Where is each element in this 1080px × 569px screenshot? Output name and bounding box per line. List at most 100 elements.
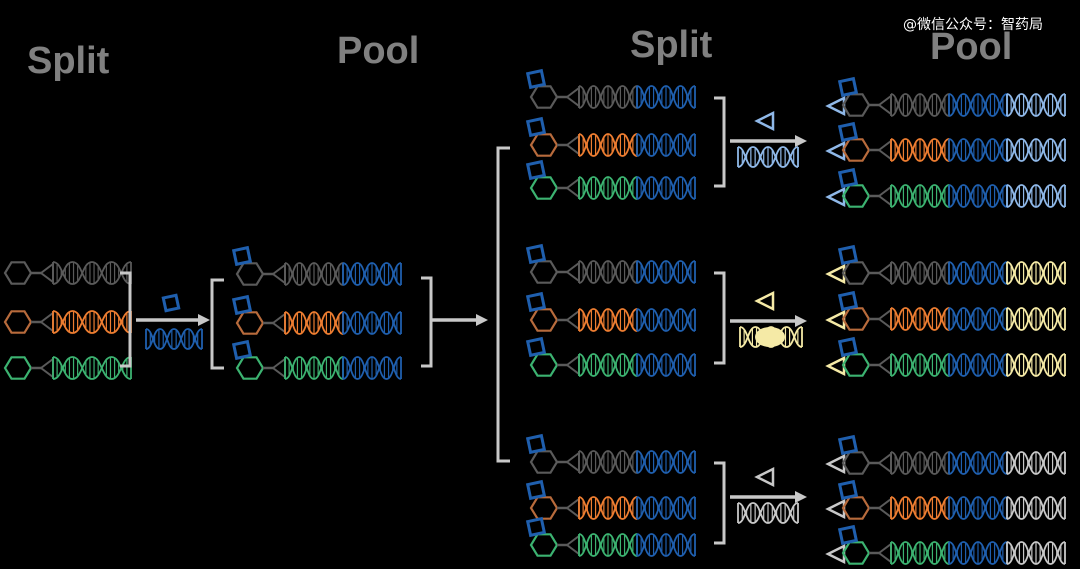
arrow-icon	[136, 314, 210, 326]
split2-group1-molecule-0	[525, 243, 696, 284]
linker-icon	[565, 177, 580, 199]
dna-tag-icon	[636, 133, 696, 157]
triangle-block-icon	[754, 290, 775, 312]
square-block-icon	[837, 524, 859, 546]
dna-strand	[52, 310, 132, 334]
square-block-icon	[525, 336, 547, 358]
pool1-molecule-2	[231, 339, 402, 380]
dna-tag-icon	[948, 184, 1008, 208]
dna-tag-icon	[1006, 353, 1066, 377]
dna-tag-icon	[578, 308, 638, 332]
pool2-group2-molecule-1	[825, 479, 1066, 520]
hexagon-icon	[529, 308, 559, 332]
split1-molecule-2	[3, 356, 132, 380]
square-block-icon	[525, 159, 547, 181]
dna-tag-icon	[52, 261, 132, 285]
dna-strand	[52, 261, 132, 285]
split-label-1: Split	[27, 40, 110, 82]
dna-tag-icon	[948, 261, 1008, 285]
linker-icon	[565, 86, 580, 108]
square-block-icon	[837, 434, 859, 456]
dna-tag-icon	[1006, 184, 1066, 208]
square-block-icon	[525, 243, 547, 265]
split2-group0-molecule-0	[525, 68, 696, 109]
dna-tag-icon	[636, 496, 696, 520]
arrow-icon	[432, 314, 488, 326]
dna-tag-icon	[342, 356, 402, 380]
linker-icon	[271, 357, 286, 379]
triangle-block-icon	[825, 543, 846, 565]
linker-icon	[565, 497, 580, 519]
dna-tag-icon	[890, 541, 950, 565]
pool2-group0-molecule-2	[825, 167, 1066, 208]
split2-group2-bracket	[714, 461, 726, 545]
dna-tag-icon	[1006, 541, 1066, 565]
arrow-head	[795, 315, 807, 327]
linker-icon	[877, 94, 892, 116]
linker-icon	[565, 354, 580, 376]
arrow-icon	[730, 315, 807, 327]
dna-tag-icon	[739, 326, 803, 348]
pool2-group1-molecule-1	[825, 290, 1066, 331]
split2-bracket	[496, 146, 510, 463]
triangle-block-icon	[825, 186, 846, 208]
dna-strand	[145, 328, 203, 350]
hexagon-icon	[841, 496, 871, 520]
linker-icon	[877, 497, 892, 519]
dna-tag-icon	[1006, 307, 1066, 331]
arrow-icon	[730, 135, 807, 147]
dna-tag-icon	[636, 450, 696, 474]
triangle-block-icon	[825, 95, 846, 117]
dna-tag-icon	[636, 176, 696, 200]
dna-tag-icon	[578, 533, 638, 557]
square-block-icon	[525, 291, 547, 313]
dna-tag-icon	[1006, 261, 1066, 285]
dna-tag-icon	[890, 496, 950, 520]
dna-tag-icon	[636, 85, 696, 109]
square-block-icon	[525, 433, 547, 455]
hexagon-icon	[841, 261, 871, 285]
dna-tag-icon	[890, 451, 950, 475]
square-block-icon	[837, 167, 859, 189]
linker-icon	[565, 534, 580, 556]
dna-tag-icon	[636, 353, 696, 377]
reagent-dna-tag-icon	[145, 328, 203, 350]
dna-tag-icon	[948, 451, 1008, 475]
hexagon-icon	[235, 356, 265, 380]
reagent-dna-tag-icon	[737, 146, 799, 168]
dna-tag-icon	[948, 353, 1008, 377]
dna-tag-icon	[578, 260, 638, 284]
hexagon-icon	[529, 533, 559, 557]
linker-icon	[565, 309, 580, 331]
dna-tag-icon	[948, 496, 1008, 520]
dna-tag-icon	[1006, 451, 1066, 475]
hexagon-icon	[529, 450, 559, 474]
dna-tag-icon	[948, 307, 1008, 331]
hexagon-icon	[235, 311, 265, 335]
square-block-icon	[837, 479, 859, 501]
dna-strand	[52, 356, 132, 380]
linker-icon	[877, 139, 892, 161]
dna-tag-icon	[636, 260, 696, 284]
reagent-dna-tag-icon	[737, 502, 799, 524]
square-block-icon	[161, 293, 181, 313]
dna-tag-icon	[636, 533, 696, 557]
split2-group1-molecule-2	[525, 336, 696, 377]
pool-label-2: Pool	[930, 26, 1013, 68]
linker-icon	[39, 357, 54, 379]
linker-icon	[271, 263, 286, 285]
triangle-block-icon	[754, 110, 775, 132]
triangle-block-icon	[754, 466, 775, 488]
square-block-icon	[231, 294, 253, 316]
split2-group0-molecule-1	[525, 116, 696, 157]
pool1-bracket-left	[210, 278, 224, 370]
triangle-block-icon	[825, 140, 846, 162]
linker-icon	[39, 311, 54, 333]
linker-icon	[877, 308, 892, 330]
reagent-dna-tag-icon	[739, 326, 803, 348]
hexagon-icon	[3, 310, 33, 334]
dna-tag-icon	[284, 262, 344, 286]
dna-tag-icon	[578, 176, 638, 200]
hexagon-icon	[529, 260, 559, 284]
square-block-icon	[837, 290, 859, 312]
